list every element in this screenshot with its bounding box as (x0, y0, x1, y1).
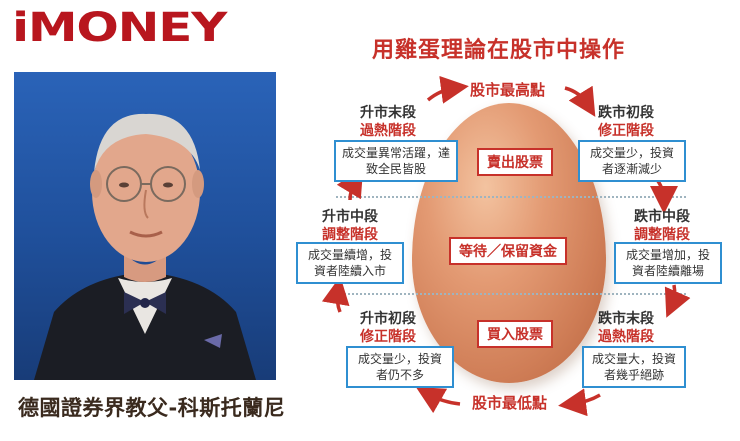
market-top-label: 股市最高點 (470, 81, 546, 99)
phase-stage: 過熱階段 (598, 329, 654, 345)
photo-caption: 德國證券界教父-科斯托蘭尼 (18, 396, 286, 420)
phase-name: 升市末段 (360, 105, 416, 121)
arrow-to-bottom (558, 388, 601, 417)
arrow-bull-early-to-mid (321, 276, 350, 313)
phase-stage: 調整階段 (634, 227, 690, 243)
desc-box-bear-mid: 成交量增加，投 資者陸續離場 (614, 242, 722, 284)
desc-line: 者逐漸減少 (601, 162, 662, 176)
phase-bull-late: 升市末段 過熱階段 (360, 104, 416, 140)
desc-line: 致全民皆股 (365, 162, 426, 176)
desc-line: 資者陸續入市 (313, 264, 386, 278)
arrow-bull-mid-to-late (336, 167, 364, 201)
portrait-illustration (34, 113, 256, 380)
phase-bull-mid: 升市中段 調整階段 (322, 208, 378, 244)
desc-line: 成交量增加，投 (625, 248, 710, 262)
phase-name: 升市中段 (322, 209, 378, 225)
desc-box-bear-early: 成交量少，投資 者逐漸減少 (578, 140, 686, 182)
desc-line: 成交量少，投資 (357, 352, 442, 366)
phase-stage: 修正階段 (360, 329, 416, 345)
desc-box-bull-early: 成交量少，投資 者仍不多 (346, 346, 454, 388)
desc-line: 者幾乎絕跡 (603, 368, 664, 382)
arrow-bear-mid-to-late (664, 284, 691, 318)
wait-hold-cash-label: 等待／保留資金 (449, 237, 567, 265)
desc-box-bear-late: 成交量大，投資 者幾乎絕跡 (582, 346, 686, 388)
divider-upper (336, 196, 686, 198)
desc-line: 成交量大，投資 (591, 352, 676, 366)
phase-name: 跌市中段 (634, 209, 690, 225)
desc-line: 資者陸續離場 (631, 264, 704, 278)
desc-line: 成交量異常活躍，達 (341, 146, 450, 160)
phase-name: 跌市初段 (598, 105, 654, 121)
phase-bear-late: 跌市末段 過熱階段 (598, 310, 654, 346)
portrait-photo (14, 72, 276, 380)
phase-bear-early: 跌市初段 修正階段 (598, 104, 654, 140)
phase-stage: 調整階段 (322, 227, 378, 243)
phase-stage: 修正階段 (598, 123, 654, 139)
diagram-title: 用雞蛋理論在股市中操作 (372, 38, 626, 63)
market-bottom-label: 股市最低點 (472, 394, 548, 412)
desc-line: 者仍不多 (375, 368, 424, 382)
phase-stage: 過熱階段 (360, 123, 416, 139)
sell-stock-label: 賣出股票 (477, 148, 553, 176)
desc-box-bull-mid: 成交量續增，投 資者陸續入市 (296, 242, 404, 284)
desc-line: 成交量少，投資 (589, 146, 674, 160)
arrow-top-to-bear-early (564, 85, 596, 117)
arrow-to-top (426, 75, 469, 104)
divider-lower (336, 293, 686, 295)
arrow-bottom-to-bull-early (415, 387, 461, 414)
imoney-logo: iMONEY (12, 5, 227, 51)
buy-stock-label: 買入股票 (477, 320, 553, 348)
phase-bull-early: 升市初段 修正階段 (360, 310, 416, 346)
desc-box-bull-late: 成交量異常活躍，達 致全民皆股 (334, 140, 458, 182)
desc-line: 成交量續增，投 (307, 248, 392, 262)
phase-name: 跌市末段 (598, 311, 654, 327)
phase-name: 升市初段 (360, 311, 416, 327)
phase-bear-mid: 跌市中段 調整階段 (634, 208, 690, 244)
